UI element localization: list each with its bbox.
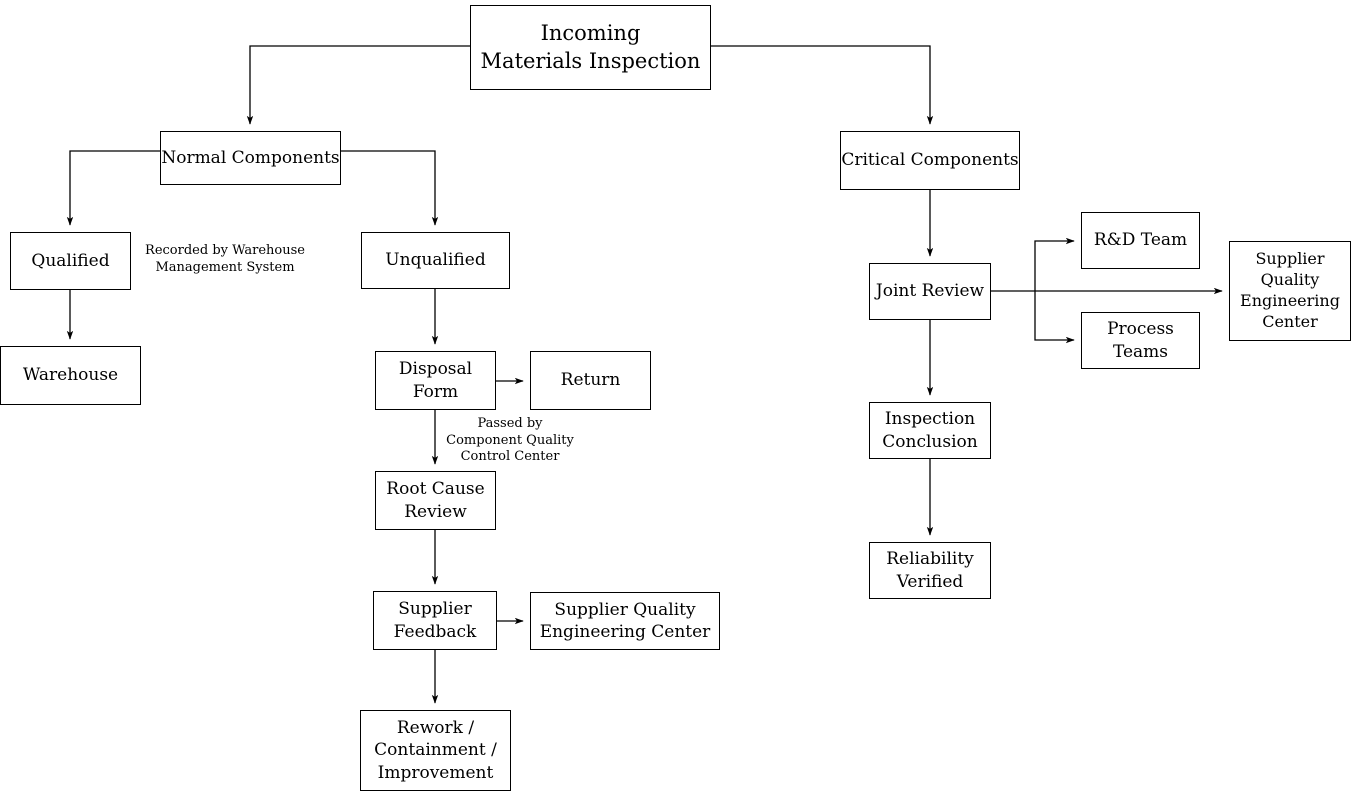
node-supplier-feedback[interactable]: Supplier Feedback xyxy=(373,591,497,650)
node-normal-components[interactable]: Normal Components xyxy=(160,131,341,185)
node-supplier-quality-engineering-center-right[interactable]: Supplier Quality Engineering Center xyxy=(1229,241,1351,341)
node-warehouse[interactable]: Warehouse xyxy=(0,346,141,405)
node-inspection-conclusion[interactable]: Inspection Conclusion xyxy=(869,402,991,459)
node-joint-review[interactable]: Joint Review xyxy=(869,263,991,320)
edge-normal-to-qualified xyxy=(66,150,160,226)
node-qualified[interactable]: Qualified xyxy=(10,232,131,290)
node-root-cause-review[interactable]: Root Cause Review xyxy=(375,471,496,530)
node-process-teams[interactable]: Process Teams xyxy=(1081,312,1200,369)
node-supplier-quality-engineering-center-mid[interactable]: Supplier Quality Engineering Center xyxy=(530,592,720,650)
node-return[interactable]: Return xyxy=(530,351,651,410)
node-rework-containment-improvement[interactable]: Rework / Containment / Improvement xyxy=(360,710,511,791)
node-unqualified[interactable]: Unqualified xyxy=(361,232,510,289)
edge-joint-review-to-process-teams xyxy=(1034,291,1075,344)
node-disposal-form[interactable]: Disposal Form xyxy=(375,351,496,410)
node-reliability-verified[interactable]: Reliability Verified xyxy=(869,542,991,599)
edge-incoming-to-normal xyxy=(246,45,470,125)
node-critical-components[interactable]: Critical Components xyxy=(840,131,1020,190)
edge-label-component-quality-control-center: Passed by Component Quality Control Cent… xyxy=(446,416,574,465)
edge-normal-to-unqualified xyxy=(341,150,439,226)
node-rd-team[interactable]: R&D Team xyxy=(1081,212,1200,269)
edge-label-warehouse-management-system: Recorded by Warehouse Management System xyxy=(145,243,305,275)
node-incoming-materials-inspection[interactable]: Incoming Materials Inspection xyxy=(470,5,711,90)
edge-joint-review-to-rd-team xyxy=(1034,237,1075,291)
edge-incoming-to-critical xyxy=(711,45,934,125)
